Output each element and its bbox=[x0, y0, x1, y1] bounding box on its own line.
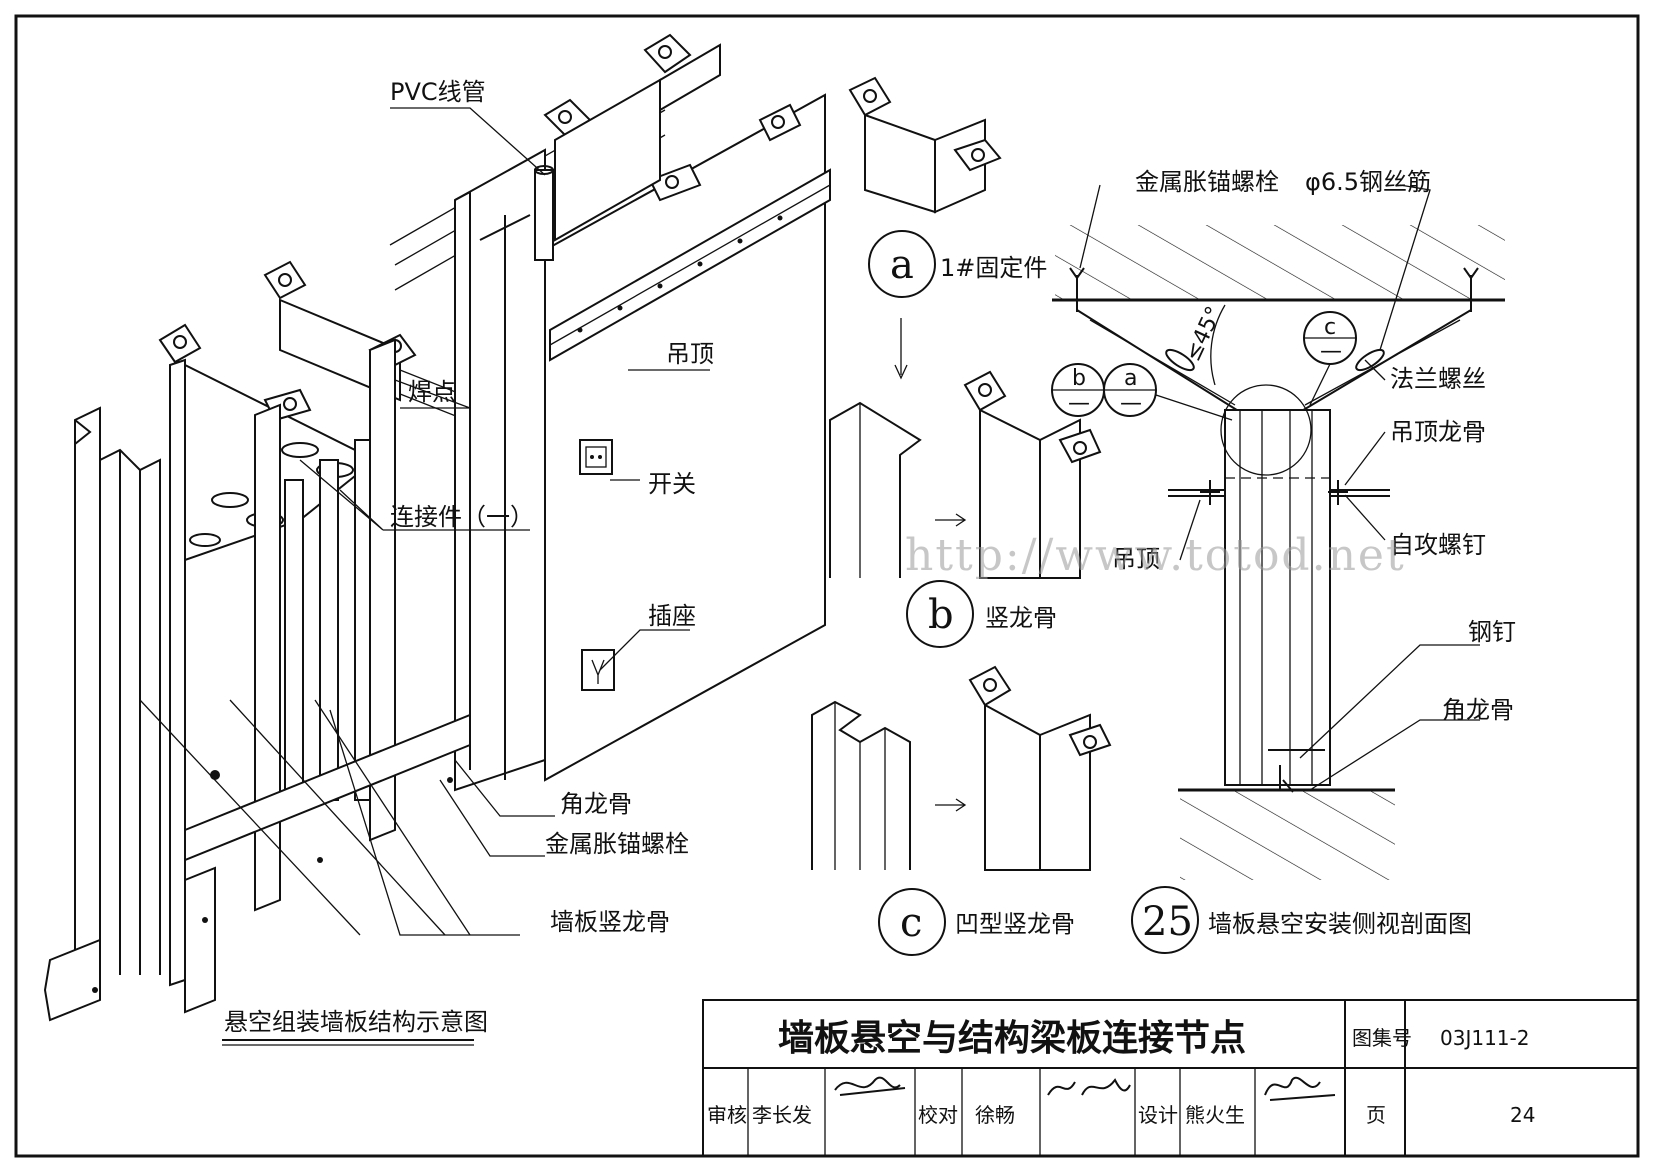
title-page-no: 24 bbox=[1510, 1103, 1535, 1127]
detail-b-caption: 竖龙骨 bbox=[985, 604, 1057, 632]
detail-a: a 1#固定件 bbox=[848, 76, 1047, 380]
title-check-label: 校对 bbox=[918, 1103, 958, 1127]
section-ref-b: b bbox=[1072, 366, 1086, 391]
title-review-label: 审核 bbox=[707, 1103, 747, 1127]
switch-box bbox=[579, 439, 613, 475]
signature-checker bbox=[1047, 1078, 1131, 1096]
label-socket: 插座 bbox=[648, 602, 696, 630]
top-fixing-clips bbox=[543, 33, 802, 242]
label-switch: 开关 bbox=[648, 470, 696, 498]
assembly-leaders bbox=[139, 107, 710, 936]
section-ceiling-keel: 吊顶龙骨 bbox=[1390, 418, 1486, 446]
detail-c-caption: 凹型竖龙骨 bbox=[955, 910, 1075, 938]
pvc-pipe bbox=[534, 169, 554, 261]
assembly-caption: 悬空组装墙板结构示意图 bbox=[224, 1008, 488, 1036]
section-angle: ≤45° bbox=[1181, 303, 1228, 366]
section-steel-nail: 钢钉 bbox=[1468, 618, 1516, 646]
section-anchor-bolt: 金属胀锚螺栓 bbox=[1135, 168, 1279, 196]
title-block bbox=[702, 999, 1639, 1157]
section-flange-bolt: 法兰螺丝 bbox=[1390, 365, 1486, 393]
label-weld-point: 焊点 bbox=[408, 378, 456, 406]
detail-a-caption: 1#固定件 bbox=[940, 254, 1047, 282]
title-atlas-label: 图集号 bbox=[1352, 1026, 1412, 1050]
main-stud bbox=[454, 148, 546, 792]
title-reviewer: 李长发 bbox=[752, 1103, 812, 1127]
label-anchor-bolt-left: 金属胀锚螺栓 bbox=[545, 830, 689, 858]
label-angle-keel-left: 角龙骨 bbox=[560, 790, 632, 818]
section-number: 25 bbox=[1142, 899, 1193, 945]
detail-b-letter: b bbox=[928, 592, 954, 638]
section-ref-c: c bbox=[1324, 315, 1336, 340]
title-design-label: 设计 bbox=[1138, 1103, 1178, 1127]
assembly-drawing bbox=[43, 33, 831, 1022]
socket-box bbox=[581, 649, 615, 691]
signature-designer bbox=[1264, 1076, 1336, 1101]
title-page-label: 页 bbox=[1366, 1103, 1386, 1127]
section-angle-keel: 角龙骨 bbox=[1442, 696, 1514, 724]
section-ref-b-dash: — bbox=[1068, 391, 1090, 416]
section-view bbox=[1051, 184, 1505, 880]
title-designer: 熊火生 bbox=[1185, 1103, 1245, 1127]
section-steel-wire: φ6.5钢丝筋 bbox=[1305, 168, 1431, 196]
section-caption: 墙板悬空安装侧视剖面图 bbox=[1208, 910, 1472, 938]
screw-dots bbox=[577, 215, 783, 333]
label-ceiling-left: 吊顶 bbox=[666, 340, 714, 368]
signature-reviewer bbox=[834, 1076, 906, 1096]
label-wall-stud: 墙板竖龙骨 bbox=[550, 908, 670, 936]
section-ref-a-dash: — bbox=[1120, 391, 1142, 416]
section-ref-a: a bbox=[1124, 366, 1137, 391]
watermark: http://www.totod.net bbox=[905, 530, 1406, 581]
section-ref-c-dash: — bbox=[1320, 339, 1342, 364]
label-pvc-pipe: PVC线管 bbox=[390, 78, 486, 106]
front-stud bbox=[74, 406, 161, 982]
section-self-tapping: 自攻螺钉 bbox=[1390, 531, 1486, 559]
detail-b: b 竖龙骨 bbox=[829, 370, 1102, 648]
label-connector: 连接件（一） bbox=[390, 503, 534, 531]
title-block-title: 墙板悬空与结构梁板连接节点 bbox=[778, 1018, 1246, 1059]
section-ceiling: 吊顶 bbox=[1112, 545, 1160, 573]
detail-c: c 凹型竖龙骨 bbox=[811, 665, 1112, 956]
title-checker: 徐畅 bbox=[975, 1103, 1015, 1127]
detail-a-letter: a bbox=[890, 242, 914, 288]
title-atlas-no: 03J111-2 bbox=[1440, 1026, 1529, 1050]
detail-c-letter: c bbox=[900, 900, 922, 946]
